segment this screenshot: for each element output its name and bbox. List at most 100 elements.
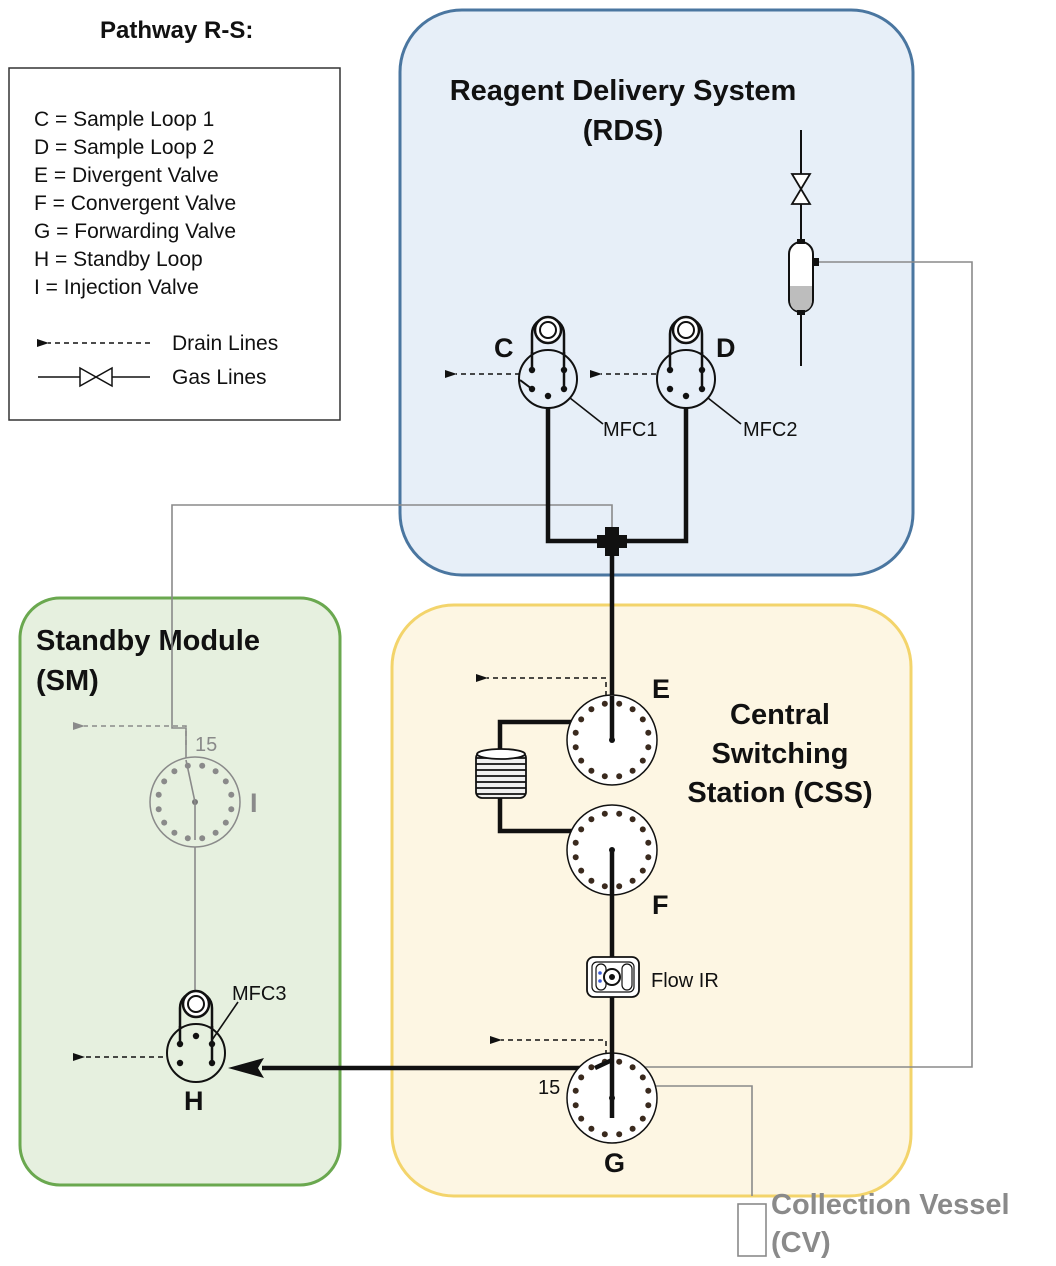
valve-g-port-dot	[645, 1102, 652, 1109]
valve-f-port-dot	[645, 839, 652, 846]
label-mfc3: MFC3	[232, 983, 286, 1005]
valve-g-port-dot	[639, 1115, 646, 1122]
valve-g-port-dot	[578, 1115, 585, 1122]
sm-title: Standby Module	[36, 625, 260, 657]
legend-item-f: F = Convergent Valve	[34, 192, 236, 215]
valve-i-internal	[185, 759, 196, 803]
valve-e-port-dot	[601, 773, 608, 780]
valve-i-port-dot	[212, 829, 219, 836]
valve-g-port-dot	[601, 1131, 608, 1138]
valve-f-port-dot	[588, 877, 595, 884]
valve-e-port-dot	[578, 716, 585, 723]
valve-internal-paths	[594, 696, 615, 1118]
valve-e-port-dot	[645, 729, 652, 736]
valve-i-port-dot	[155, 806, 162, 813]
valve-i-port-dot	[184, 835, 191, 842]
valve-e-port-dot	[639, 757, 646, 764]
gas-line-legend-icon	[38, 366, 150, 388]
label-c: C	[494, 333, 514, 363]
valve-f-port-dot	[578, 867, 585, 874]
sm-module	[18, 596, 342, 1187]
label-h: H	[184, 1086, 204, 1116]
valve-f-port-dot	[588, 816, 595, 823]
label-f: F	[652, 890, 669, 920]
valve-g-port-dot	[572, 1102, 579, 1109]
valve-i-port-dot	[155, 791, 162, 798]
valve-i-port-dot	[199, 835, 206, 842]
valve-f-port-dot	[601, 810, 608, 817]
valve-f-port-dot	[629, 816, 636, 823]
valve-i-port-dot	[228, 791, 235, 798]
css-title-line3: Station (CSS)	[687, 777, 872, 809]
legend-item-e: E = Divergent Valve	[34, 164, 219, 187]
css-title-line2: Switching	[712, 738, 849, 770]
label-mfc2: MFC2	[743, 419, 797, 441]
label-flow-ir: Flow IR	[651, 970, 719, 992]
valve-i-port-dot	[222, 778, 229, 785]
valve-f-port-dot	[601, 883, 608, 890]
label-e: E	[652, 674, 670, 704]
valve-i-port-dot	[199, 762, 206, 769]
valve-f-port-dot	[572, 839, 579, 846]
valve-f-port-dot	[639, 867, 646, 874]
gas-valve-icon	[790, 173, 812, 205]
valve-i-port-dot	[222, 819, 229, 826]
mfc3-leader	[211, 1001, 239, 1041]
pathway-title: Pathway R-S:	[100, 17, 253, 44]
legend: C = Sample Loop 1 D = Sample Loop 2 E = …	[8, 67, 341, 421]
legend-item-c: C = Sample Loop 1	[34, 108, 214, 131]
flow-arrowhead-h	[228, 1058, 264, 1078]
valve-f-port-dot	[645, 854, 652, 861]
valve-e-port-dot	[616, 773, 623, 780]
valve-g-port-dot	[572, 1087, 579, 1094]
valve-e-port-dot	[588, 767, 595, 774]
label-g: G	[604, 1148, 625, 1178]
label-d: D	[716, 333, 736, 363]
valve-e-port-dot	[645, 744, 652, 751]
valve-i-port-dot	[171, 829, 178, 836]
legend-item-h: H = Standby Loop	[34, 248, 203, 271]
valve-g-port-dot	[616, 1058, 623, 1065]
label-port-15-i: 15	[195, 734, 217, 756]
gas-line-vessel	[788, 130, 819, 366]
cv-subtitle: (CV)	[771, 1227, 831, 1259]
flow-ir-cell	[586, 956, 640, 998]
collection-vessel	[737, 1203, 767, 1257]
legend-item-d: D = Sample Loop 2	[34, 136, 214, 159]
valve-e-port-dot	[572, 729, 579, 736]
drain-lines	[73, 370, 656, 1061]
valve-e-port-dot	[629, 706, 636, 713]
valve-h	[166, 989, 226, 1083]
drain-lines-grey	[73, 722, 187, 745]
sm-subtitle: (SM)	[36, 665, 99, 697]
valve-g-port-dot	[616, 1131, 623, 1138]
valve-g-port-dot	[639, 1074, 646, 1081]
legend-item-i: I = Injection Valve	[34, 276, 199, 299]
valve-f-port-dot	[616, 810, 623, 817]
valve-f-port-dot	[639, 826, 646, 833]
valve-e-port-dot	[601, 700, 608, 707]
valve-g-port-dot	[588, 1125, 595, 1132]
cross-junction	[597, 527, 627, 556]
valve-i-port-dot	[161, 819, 168, 826]
valve-i-port-dot	[171, 768, 178, 775]
valve-e-port-dot	[588, 706, 595, 713]
rds-subtitle: (RDS)	[583, 115, 664, 147]
valve-i-port-dot	[228, 806, 235, 813]
legend-drain-label: Drain Lines	[172, 332, 278, 355]
valve-i-port-dot	[212, 768, 219, 775]
valve-f-port-dot	[578, 826, 585, 833]
css-title-line1: Central	[730, 699, 830, 731]
valve-c	[518, 315, 578, 409]
valve-i-port-dot	[161, 778, 168, 785]
valve-e-port-dot	[572, 744, 579, 751]
legend-box	[8, 67, 341, 421]
coil-loop	[475, 748, 527, 799]
rds-title: Reagent Delivery System	[450, 75, 797, 107]
legend-item-g: G = Forwarding Valve	[34, 220, 236, 243]
mfc1-leader	[569, 397, 604, 425]
label-i: I	[250, 788, 258, 818]
valve-f-port-dot	[616, 883, 623, 890]
